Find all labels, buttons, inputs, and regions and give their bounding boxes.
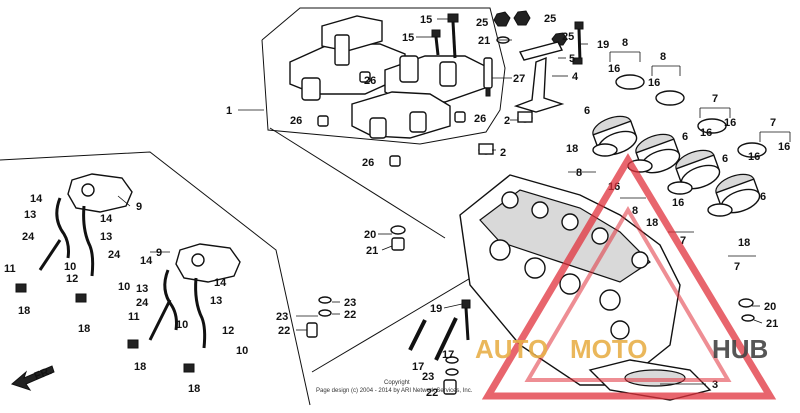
callout-6: 6 <box>760 191 766 203</box>
callout-7: 7 <box>712 93 718 105</box>
copyright-line2: Page design (c) 2004 - 2014 by ARI Netwo… <box>316 388 473 394</box>
callout-16: 16 <box>724 117 736 129</box>
callout-9: 9 <box>136 201 142 213</box>
callout-18: 18 <box>18 305 30 317</box>
callout-2: 2 <box>500 147 506 159</box>
reed-valve-assemblies <box>15 173 241 373</box>
callout-21: 21 <box>366 245 378 257</box>
bracket-and-nuts <box>478 10 568 155</box>
callout-8: 8 <box>576 167 582 179</box>
callout-8: 8 <box>632 205 638 217</box>
callout-16: 16 <box>608 63 620 75</box>
callout-14: 14 <box>214 277 227 289</box>
callout-12: 12 <box>66 273 78 285</box>
callout-17: 17 <box>412 361 424 373</box>
callout-13: 13 <box>24 209 36 221</box>
callout-6: 6 <box>584 105 590 117</box>
callout-25: 25 <box>562 31 574 43</box>
callout-14: 14 <box>30 193 43 205</box>
callout-18: 18 <box>188 383 200 395</box>
callout-23: 23 <box>422 371 434 383</box>
callout-19: 19 <box>430 303 442 315</box>
copyright: Copyright Page design (c) 2004 - 2014 by… <box>316 380 473 394</box>
callout-17: 17 <box>442 349 454 361</box>
callout-22: 22 <box>278 325 290 337</box>
callout-23: 23 <box>276 311 288 323</box>
watermark-hub: HUB <box>712 334 768 364</box>
callout-10: 10 <box>64 261 76 273</box>
callout-22: 22 <box>344 309 356 321</box>
callout-24: 24 <box>108 249 121 261</box>
callout-2: 2 <box>504 115 510 127</box>
group-frames <box>0 7 561 406</box>
callout-9: 9 <box>156 247 162 259</box>
callout-15: 15 <box>402 32 414 44</box>
callout-18: 18 <box>646 217 658 229</box>
callout-26: 26 <box>474 113 486 125</box>
callout-16: 16 <box>748 151 760 163</box>
callout-15: 15 <box>420 14 432 26</box>
callout-13: 13 <box>100 231 112 243</box>
callout-11: 11 <box>4 263 16 275</box>
callout-10: 10 <box>176 319 188 331</box>
callout-18: 18 <box>78 323 90 335</box>
watermark: AUTO MOTO HUB <box>475 153 777 400</box>
callout-26: 26 <box>290 115 302 127</box>
callout-14: 14 <box>140 255 153 267</box>
callout-10: 10 <box>118 281 130 293</box>
callout-27: 27 <box>513 73 525 85</box>
watermark-triangle <box>481 153 777 400</box>
bolts-top <box>431 13 584 65</box>
callout-26: 26 <box>364 75 376 87</box>
callout-1: 1 <box>226 105 232 117</box>
callout-23: 23 <box>344 297 356 309</box>
callout-13: 13 <box>210 295 222 307</box>
callout-21: 21 <box>766 318 778 330</box>
callout-10: 10 <box>236 345 248 357</box>
callout-11: 11 <box>128 311 140 323</box>
callout-18: 18 <box>566 143 578 155</box>
callout-20: 20 <box>764 301 776 313</box>
callout-14: 14 <box>100 213 113 225</box>
callout-24: 24 <box>136 297 149 309</box>
callout-25: 25 <box>476 17 488 29</box>
lower-hardware <box>306 225 755 395</box>
callout-21: 21 <box>478 35 490 47</box>
callout-6: 6 <box>682 131 688 143</box>
callout-19: 19 <box>597 39 609 51</box>
callout-3: 3 <box>712 379 718 391</box>
callout-26: 26 <box>362 157 374 169</box>
callout-22: 22 <box>426 387 438 399</box>
callout-16: 16 <box>700 127 712 139</box>
callout-5: 5 <box>569 53 575 65</box>
callout-12: 12 <box>222 325 234 337</box>
watermark-auto: AUTO <box>475 334 548 364</box>
copyright-line1: Copyright <box>384 380 410 386</box>
callout-18: 18 <box>134 361 146 373</box>
front-direction-arrow: FR. <box>11 365 55 391</box>
callout-6: 6 <box>722 153 728 165</box>
callout-25: 25 <box>544 13 556 25</box>
callout-4: 4 <box>572 71 579 83</box>
leader-lines <box>117 18 791 385</box>
callout-16: 16 <box>672 197 684 209</box>
watermark-moto: MOTO <box>570 334 648 364</box>
callout-13: 13 <box>136 283 148 295</box>
callout-20: 20 <box>364 229 376 241</box>
callout-16: 16 <box>778 141 790 153</box>
rocker-arm-assembly <box>289 15 486 167</box>
callout-7: 7 <box>770 117 776 129</box>
callout-18: 18 <box>738 237 750 249</box>
callout-7: 7 <box>734 261 740 273</box>
cylinder-head <box>459 174 712 401</box>
callout-8: 8 <box>622 37 628 49</box>
callout-8: 8 <box>660 51 666 63</box>
callout-7: 7 <box>680 235 686 247</box>
callout-24: 24 <box>22 231 35 243</box>
callout-labels: 1 15 15 25 25 25 21 19 5 4 27 26 26 26 2… <box>4 13 790 399</box>
intake-manifolds <box>592 74 767 217</box>
callout-16: 16 <box>648 77 660 89</box>
